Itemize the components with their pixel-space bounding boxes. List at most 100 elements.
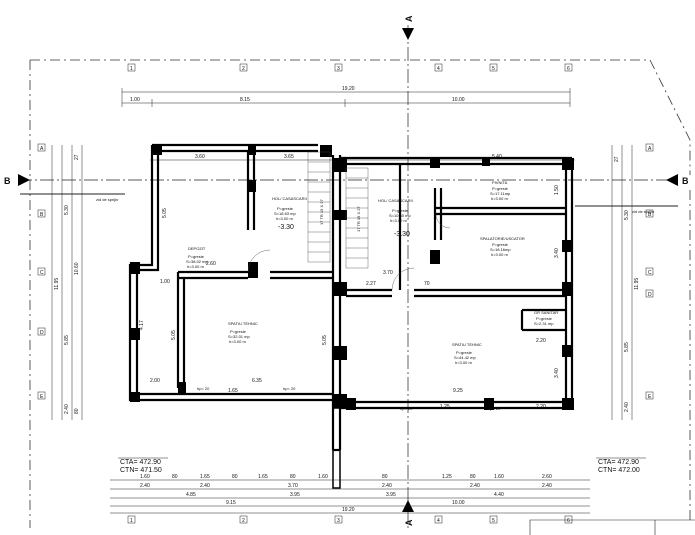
- svg-text:P=gresie: P=gresie: [277, 206, 294, 211]
- svg-text:S=44.42 mp: S=44.42 mp: [454, 355, 476, 360]
- svg-text:2: 2: [242, 518, 245, 524]
- section-b-arrow-left: [18, 174, 30, 186]
- section-a-label-top: A: [404, 15, 414, 22]
- section-b-label-left: B: [4, 176, 11, 186]
- svg-text:D: D: [648, 292, 652, 298]
- grid-markers-bottom: 1 2 3 4 5 6: [127, 515, 573, 524]
- svg-text:70: 70: [424, 281, 430, 287]
- svg-text:P=gresie: P=gresie: [188, 254, 205, 259]
- dim-top-left: 1.00: [130, 97, 140, 103]
- svg-text:S=38.02 mp: S=38.02 mp: [186, 259, 208, 264]
- staircase-left: [307, 151, 331, 263]
- svg-text:5.05: 5.05: [171, 330, 177, 340]
- svg-text:2.40: 2.40: [140, 483, 150, 489]
- svg-text:80: 80: [290, 474, 296, 480]
- svg-text:SPATIU TEHNIC: SPATIU TEHNIC: [228, 321, 258, 326]
- svg-text:5.05: 5.05: [162, 208, 168, 218]
- svg-text:3.70: 3.70: [288, 483, 298, 489]
- svg-text:HOL/ CASASCARII: HOL/ CASASCARII: [378, 198, 413, 203]
- svg-text:1.60: 1.60: [494, 474, 504, 480]
- svg-text:1.65: 1.65: [228, 388, 238, 394]
- section-b-label-right: B: [682, 176, 689, 186]
- dim-right-lower: 5.85: [624, 342, 630, 352]
- svg-text:PIVNITA: PIVNITA: [492, 180, 508, 185]
- svg-text:h=3.00 m: h=3.00 m: [276, 216, 293, 221]
- svg-text:1.60: 1.60: [318, 474, 328, 480]
- dim-left-total: 11.95: [54, 278, 60, 290]
- bottom-dim-overall: 19.20: [342, 507, 355, 513]
- room-spalatorie: SPALATORIE/USCATOR P=gresie S=18.16mp h=…: [480, 236, 525, 257]
- svg-text:E: E: [648, 394, 652, 400]
- room-hol-right: HOL/ CASASCARII P=gresie S=10.30 mp h=3.…: [378, 198, 413, 238]
- dim-left-base-b: 2.40: [64, 404, 70, 414]
- svg-text:3.70: 3.70: [383, 270, 393, 276]
- dim-right-upper: 5.30: [624, 210, 630, 220]
- svg-text:SPATIU TEHNIC: SPATIU TEHNIC: [452, 342, 482, 347]
- svg-text:S=2.31 mp: S=2.31 mp: [534, 321, 554, 326]
- svg-text:h=3.00 m: h=3.00 m: [491, 196, 508, 201]
- svg-text:B: B: [40, 212, 44, 218]
- svg-text:C: C: [40, 270, 44, 276]
- svg-text:1.00: 1.00: [160, 279, 170, 285]
- svg-text:9.25: 9.25: [453, 388, 463, 394]
- svg-text:2.60: 2.60: [542, 474, 552, 480]
- room-pivnita: PIVNITA P=gresie S=17.11mp h=3.00 m: [490, 180, 511, 201]
- svg-text:A: A: [40, 146, 44, 152]
- title-block-corner: [529, 519, 695, 535]
- svg-text:DEPOZIT: DEPOZIT: [188, 246, 206, 251]
- dim-room-b: 3.65: [284, 154, 294, 160]
- svg-text:3.95: 3.95: [386, 492, 396, 498]
- columns: [130, 145, 574, 410]
- svg-text:hp= 20: hp= 20: [283, 386, 296, 391]
- right-dimensions: [611, 145, 633, 420]
- svg-text:3.40: 3.40: [554, 368, 560, 378]
- svg-text:80: 80: [232, 474, 238, 480]
- section-a-label-bottom: A: [404, 519, 414, 526]
- svg-text:P=gresie: P=gresie: [230, 329, 247, 334]
- inner-dimensions: 5.05 2.60 1.00 4.17 5.05 2.00 1.65 6.35 …: [139, 185, 560, 410]
- svg-text:h=3.00 m: h=3.00 m: [390, 218, 407, 223]
- svg-text:P=gresie: P=gresie: [392, 208, 409, 213]
- svg-text:P=gresie: P=gresie: [492, 186, 509, 191]
- room-spatiu-tehnic-left: SPATIU TEHNIC P=gresie S=32.01 mp h=3.00…: [228, 321, 258, 344]
- svg-text:2.40: 2.40: [542, 483, 552, 489]
- dim-right-total: 11.95: [634, 278, 640, 290]
- svg-text:2.40: 2.40: [382, 483, 392, 489]
- bottom-dim-row4: 9.15 10.00: [226, 500, 465, 506]
- svg-text:S=18.63 mp: S=18.63 mp: [274, 211, 296, 216]
- room-spatiu-tehnic-right: SPATIU TEHNIC P=gresie S=44.42 mp h=3.00…: [452, 342, 482, 365]
- svg-text:1.65: 1.65: [258, 474, 268, 480]
- dim-left-base-a: 80: [74, 408, 80, 414]
- stair-a-label: 17 TR 19 X 27: [319, 199, 324, 225]
- dim-top-mid: 8.15: [240, 97, 250, 103]
- svg-text:D: D: [40, 330, 44, 336]
- bottom-dim-row2: 2.40 2.40 3.70 2.40 2.40 2.40: [140, 483, 552, 489]
- bottom-dimensions: [110, 479, 590, 514]
- svg-text:10.00: 10.00: [452, 500, 465, 506]
- window-labels: hp= 20 hp= 20 hp= 20 hp= 20: [197, 386, 501, 411]
- retaining-wall-left-label: zid de sprijin: [96, 197, 118, 202]
- svg-text:-3.30: -3.30: [394, 231, 410, 238]
- svg-text:2.00: 2.00: [150, 378, 160, 384]
- svg-text:1: 1: [130, 518, 133, 524]
- svg-text:6.35: 6.35: [252, 378, 262, 384]
- svg-text:S=17.11mp: S=17.11mp: [490, 191, 511, 196]
- svg-text:1.25: 1.25: [442, 474, 452, 480]
- elevation-left: CTA= 472.90 CTN= 471.50: [118, 457, 168, 474]
- grid-markers-side: A B C D E A B C D E: [37, 143, 654, 400]
- svg-text:2.20: 2.20: [536, 338, 546, 344]
- svg-text:CTN= 471.50: CTN= 471.50: [120, 467, 162, 474]
- dim-right-base: 2.40: [624, 402, 630, 412]
- stair-b-label: 17 TR 19 X 27: [356, 206, 361, 232]
- top-dimensions: [121, 88, 571, 107]
- svg-text:80: 80: [470, 474, 476, 480]
- svg-text:6: 6: [567, 518, 570, 524]
- svg-text:P=gresie: P=gresie: [492, 242, 509, 247]
- svg-text:S=32.01 mp: S=32.01 mp: [228, 334, 250, 339]
- dim-right-27: 27: [614, 156, 620, 162]
- svg-text:80: 80: [172, 474, 178, 480]
- section-a-arrow-top: [402, 28, 414, 40]
- svg-text:4.85: 4.85: [186, 492, 196, 498]
- grid-markers-top: 1 2 3 4 5 6: [127, 63, 573, 72]
- svg-text:hp= 20: hp= 20: [488, 406, 501, 411]
